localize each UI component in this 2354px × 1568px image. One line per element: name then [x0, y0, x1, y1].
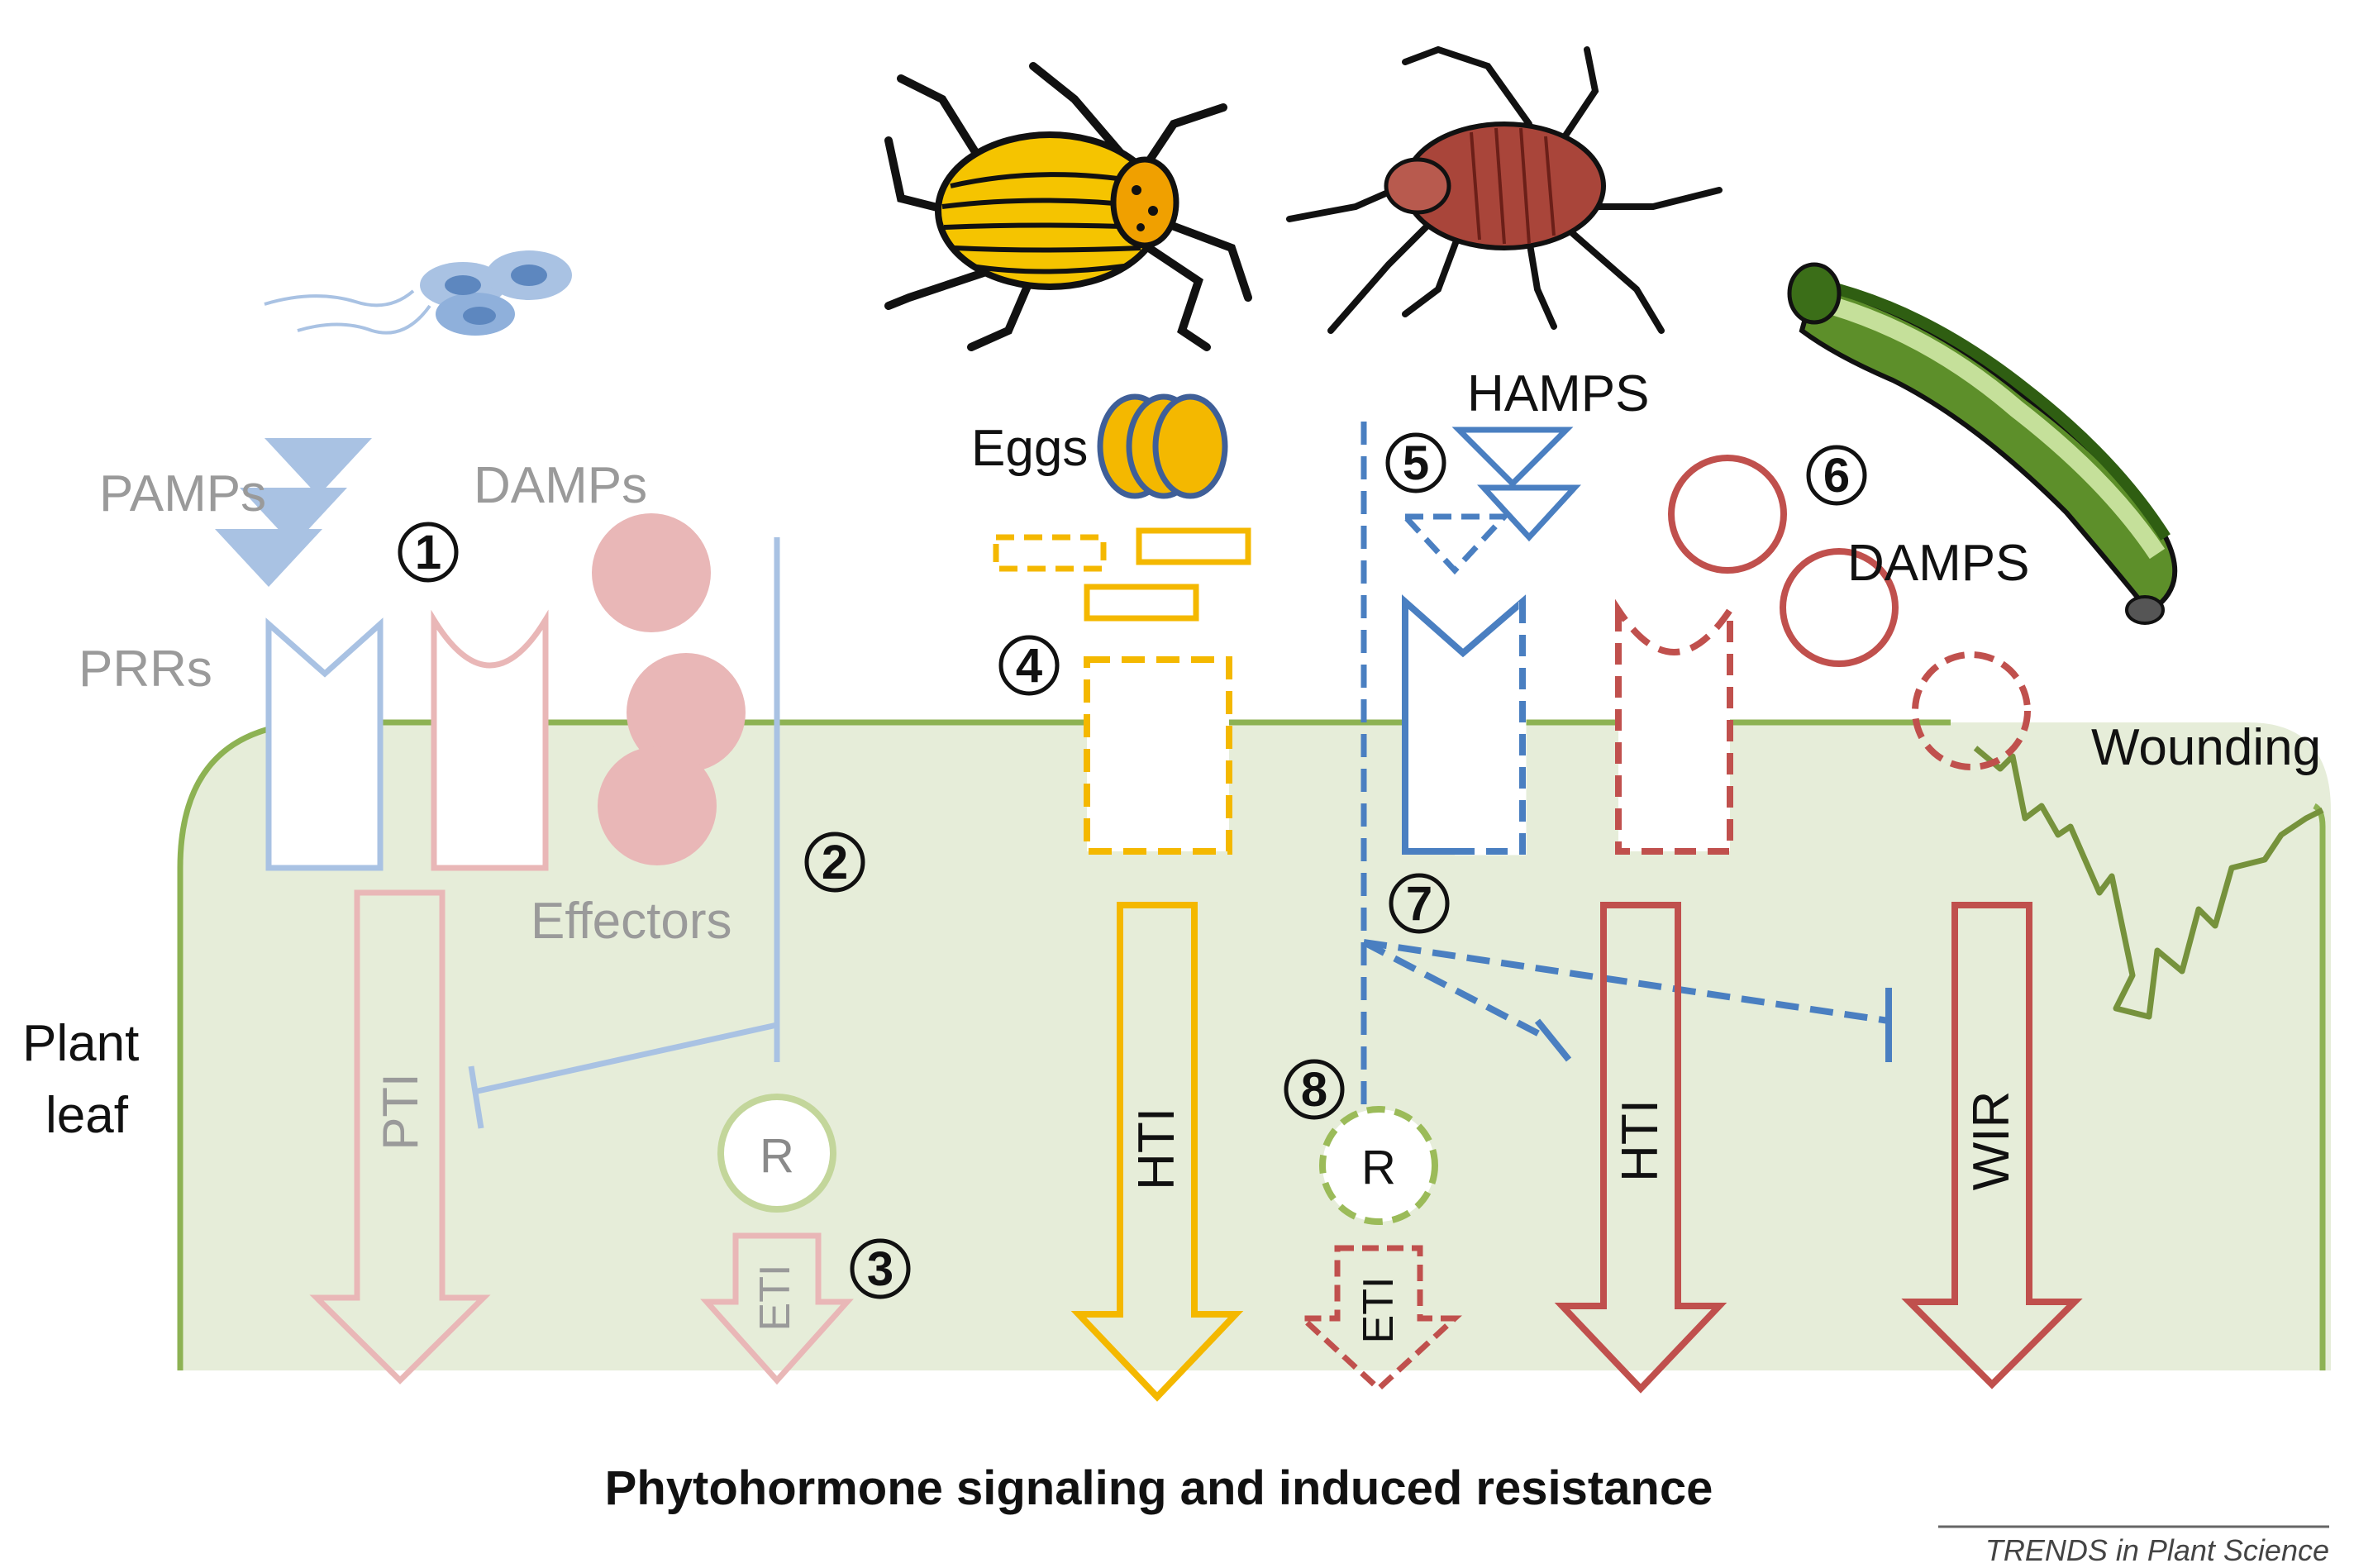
egg-elicitors: [993, 527, 1251, 622]
label-hti-red: HTI: [1612, 1099, 1669, 1182]
step-number-7: 7: [1389, 873, 1450, 934]
label-wir: WIR: [1963, 1091, 2020, 1191]
step-number-2: 2: [804, 832, 865, 893]
arrow-pti: [309, 889, 491, 1385]
receptor-red: [1615, 598, 1733, 855]
svg-text:3: 3: [867, 1242, 893, 1296]
effector-inhibition: [468, 537, 780, 1129]
footer-credit: TRENDS in Plant Science: [1985, 1533, 2329, 1564]
svg-text:1: 1: [415, 526, 441, 579]
bacterium-icon: [264, 250, 572, 336]
label-eti-right: ETI: [1355, 1277, 1403, 1344]
damps-red-circles: [1668, 455, 2031, 770]
label-pti: PTI: [373, 1073, 428, 1150]
arrow-eti-left: [700, 1232, 854, 1385]
label-eti-left: ETI: [751, 1265, 799, 1332]
label-r-right: R: [1361, 1141, 1396, 1194]
label-r-left: R: [760, 1129, 794, 1183]
beetle-icon: [884, 62, 1252, 351]
caterpillar-icon: [1787, 262, 2178, 625]
label-prrs: PRRs: [79, 641, 212, 698]
label-plant-leaf-2: leaf: [45, 1087, 129, 1144]
figure-title: Phytohormone signaling and induced resis…: [605, 1461, 1713, 1515]
label-hamps: HAMPS: [1467, 365, 1649, 422]
arrow-eti-right: [1295, 1245, 1462, 1393]
step-number-5: 5: [1385, 432, 1446, 493]
eggs-icon: [1097, 393, 1228, 499]
svg-text:8: 8: [1301, 1063, 1327, 1117]
svg-text:2: 2: [822, 836, 848, 889]
label-wounding: Wounding: [2091, 719, 2321, 776]
label-hti-yellow: HTI: [1128, 1108, 1185, 1190]
arrow-hti-yellow: [1070, 902, 1244, 1402]
label-eggs: Eggs: [971, 420, 1088, 477]
hamps-triangles: [1399, 427, 1581, 575]
svg-text:4: 4: [1016, 639, 1042, 693]
receptor-yellow: [1084, 656, 1232, 855]
wounding-edge: [1973, 746, 2324, 1020]
r-left: [717, 1094, 836, 1213]
label-plant-leaf-1: Plant: [22, 1015, 139, 1072]
step-number-1: 1: [398, 522, 459, 583]
svg-text:6: 6: [1823, 449, 1850, 503]
damps-circles: [592, 513, 746, 865]
arrow-wir: [1901, 902, 2083, 1389]
label-effectors: Effectors: [531, 893, 732, 950]
prr-blue: [265, 617, 384, 871]
step-number-6: 6: [1806, 445, 1867, 506]
svg-text:7: 7: [1406, 877, 1432, 931]
label-damps-left: DAMPs: [474, 457, 647, 514]
label-pamps: PAMPs: [99, 465, 266, 522]
receptor-blue: [1402, 594, 1526, 855]
r-right: [1319, 1106, 1438, 1225]
pamps-triangles: [215, 438, 372, 587]
arrow-hti-red: [1554, 902, 1727, 1394]
prr-pink: [431, 609, 549, 871]
hamps-inhibition: [1362, 939, 1889, 1041]
step-number-4: 4: [998, 635, 1060, 696]
svg-text:5: 5: [1403, 436, 1429, 490]
label-damps-right: DAMPS: [1847, 535, 2029, 592]
step-number-3: 3: [850, 1238, 911, 1299]
step-number-8: 8: [1284, 1059, 1345, 1120]
aphid-icon: [1286, 45, 1723, 334]
